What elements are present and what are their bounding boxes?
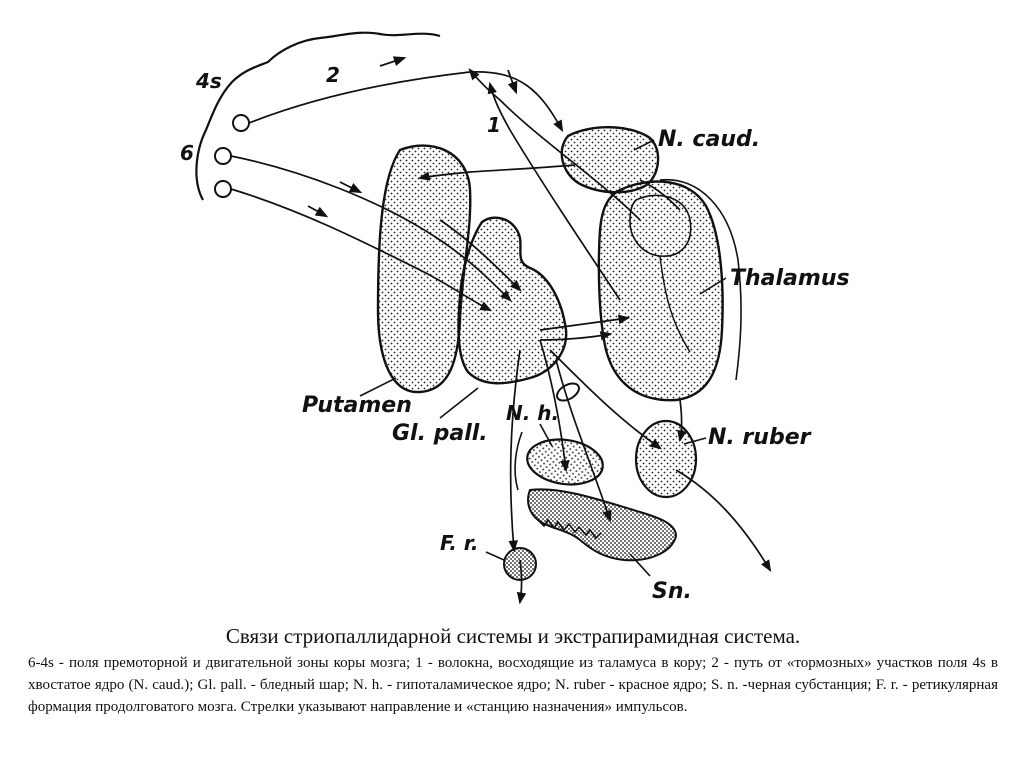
red-nucleus-shape (636, 421, 696, 497)
cortex-neuron-6b (215, 181, 231, 197)
cortex-neuron-4s (233, 115, 249, 131)
caption-title: Связи стриопаллидарной системы и экстрап… (28, 622, 998, 650)
label-n-ruber: N. ruber (708, 425, 812, 450)
label-n-h: N. h. (506, 401, 559, 425)
label-field-6: 6 (180, 141, 194, 165)
label-f-r: F. r. (440, 531, 478, 555)
label-sn: Sn. (652, 579, 692, 604)
label-putamen: Putamen (302, 393, 412, 418)
substantia-nigra-shape (528, 489, 676, 560)
putamen-shape (378, 146, 470, 393)
label-path-2: 2 (326, 63, 340, 87)
striopallidar-diagram: 4s 2 6 1 N. caud. Thalamus Putamen Gl. p… (0, 0, 1024, 615)
label-fibers-1: 1 (487, 113, 501, 137)
figure-caption: Связи стриопаллидарной системы и экстрап… (28, 622, 998, 718)
label-field-4s: 4s (195, 69, 222, 93)
label-thalamus: Thalamus (730, 266, 850, 291)
caption-body: 6-4s - поля премоторной и двигательной з… (28, 652, 998, 718)
label-gl-pall: Gl. pall. (392, 421, 488, 446)
label-n-caud: N. caud. (658, 127, 760, 152)
globus-pallidus-shape (458, 218, 566, 384)
cortex-neuron-6a (215, 148, 231, 164)
